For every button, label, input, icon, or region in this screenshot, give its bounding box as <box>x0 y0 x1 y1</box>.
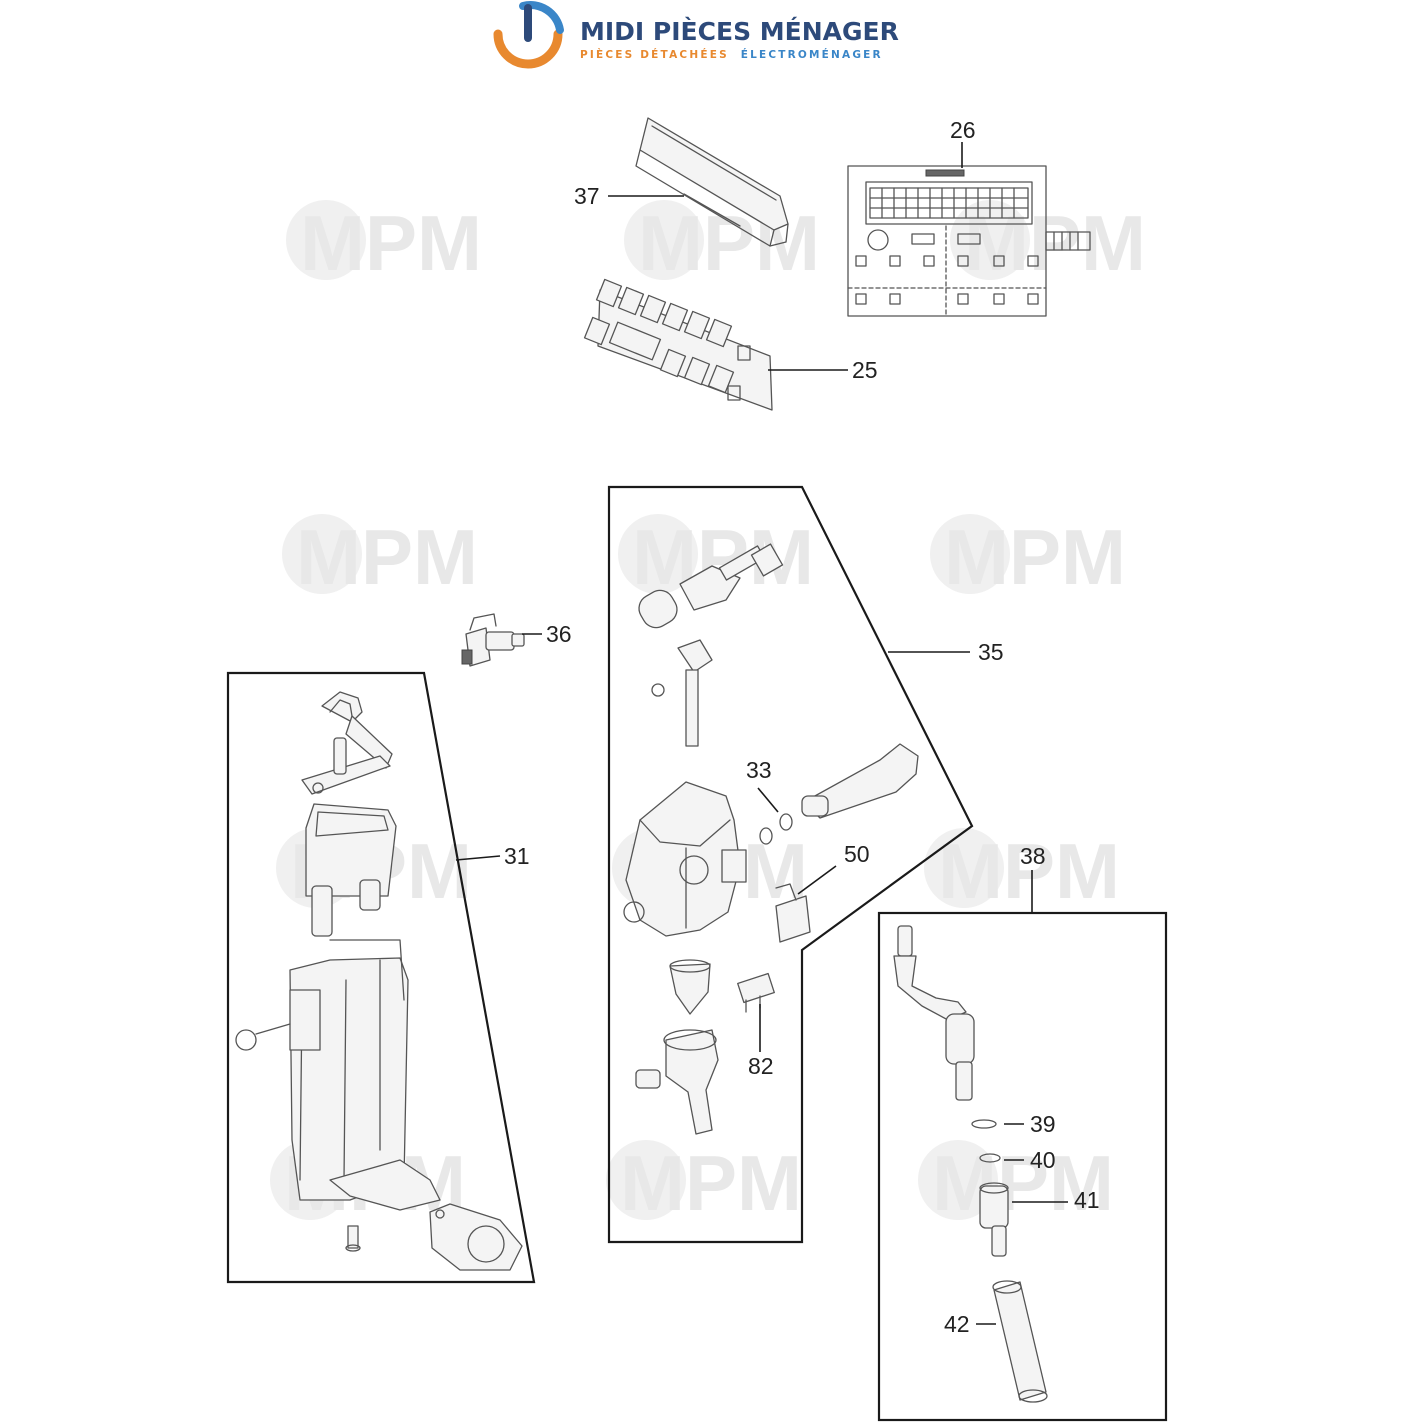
brand-logo-icon <box>493 1 564 69</box>
part-35-gear-shaft <box>651 639 713 747</box>
callout-31: 31 <box>504 843 530 869</box>
callout-33: 33 <box>746 757 772 783</box>
part-31-block <box>305 803 397 937</box>
group-35 <box>607 485 974 1244</box>
part-35-nozzle <box>635 1029 719 1135</box>
callout-35: 35 <box>978 639 1004 665</box>
part-42-tube <box>992 1280 1048 1403</box>
callout-82: 82 <box>748 1053 774 1079</box>
part-35-crank-shaft <box>638 543 784 629</box>
svg-text:MPM: MPM <box>300 199 482 287</box>
watermark: MPM <box>286 199 482 287</box>
callout-50: 50 <box>844 841 870 867</box>
group-31 <box>226 671 536 1284</box>
part-26-control-board <box>847 165 1091 317</box>
part-33-o-rings <box>759 813 793 845</box>
callout-39: 39 <box>1030 1111 1056 1137</box>
part-40-ring <box>979 1153 1001 1163</box>
leader-lines <box>455 142 1068 1325</box>
callout-25: 25 <box>852 357 878 383</box>
watermark: MPM <box>918 1139 1114 1227</box>
svg-text:MPM: MPM <box>932 1139 1114 1227</box>
group-35-frame <box>607 485 974 1244</box>
brand-tagline-1: PIÈCES DÉTACHÉES <box>580 48 729 61</box>
part-31-top-handle <box>301 691 393 795</box>
callout-37: 37 <box>574 183 600 209</box>
part-39-ring <box>971 1119 997 1129</box>
part-35-arm <box>801 743 919 819</box>
part-38-elbow-pipe <box>893 925 975 1101</box>
watermark: MPM <box>624 199 820 287</box>
part-41-connector <box>979 1182 1009 1257</box>
svg-text:MPM: MPM <box>620 1139 802 1227</box>
brand-name: MIDI PIÈCES MÉNAGER <box>580 17 899 46</box>
part-36-valve <box>461 613 525 667</box>
svg-text:MPM: MPM <box>638 199 820 287</box>
brand-logo: MIDI PIÈCES MÉNAGER PIÈCES DÉTACHÉES ÉLE… <box>493 1 899 69</box>
group-38 <box>877 911 1168 1422</box>
group-38-frame <box>877 911 1168 1422</box>
brand-tagline-2: ÉLECTROMÉNAGER <box>741 48 883 61</box>
part-35-cup <box>669 959 711 1015</box>
part-25-keypad <box>583 278 773 411</box>
svg-text:MPM: MPM <box>938 827 1120 915</box>
callout-41: 41 <box>1074 1187 1100 1213</box>
callout-42: 42 <box>944 1311 970 1337</box>
callout-40: 40 <box>1030 1147 1056 1173</box>
watermark: MPM <box>606 1139 802 1227</box>
part-31-tank-housing <box>235 939 441 1211</box>
part-82-microswitch <box>737 972 775 1013</box>
group-31-frame <box>226 671 536 1284</box>
watermark-layer: MPM MPM MPM MPM MPM MPM MPM MPM MPM MPM … <box>270 199 1146 1227</box>
svg-text:MPM: MPM <box>296 513 478 601</box>
callout-36: 36 <box>546 621 572 647</box>
watermark: MPM <box>282 513 478 601</box>
part-31-base-plate <box>345 1203 523 1271</box>
svg-text:MPM: MPM <box>944 513 1126 601</box>
callout-38: 38 <box>1020 843 1046 869</box>
watermark: MPM <box>930 513 1126 601</box>
part-37-display-cover <box>635 117 789 247</box>
part-35-body <box>623 781 747 937</box>
callout-labels: 37 26 25 36 35 31 33 50 82 38 39 40 41 4… <box>504 117 1100 1337</box>
watermark: MPM <box>950 199 1146 287</box>
svg-text:PIÈCES DÉTACHÉES ÉLECTRO: PIÈCES DÉTACHÉES ÉLECTROMÉNAGER <box>580 48 883 61</box>
callout-26: 26 <box>950 117 976 143</box>
part-50-clip <box>775 883 811 943</box>
svg-text:MPM: MPM <box>964 199 1146 287</box>
watermark: MPM <box>924 827 1120 915</box>
